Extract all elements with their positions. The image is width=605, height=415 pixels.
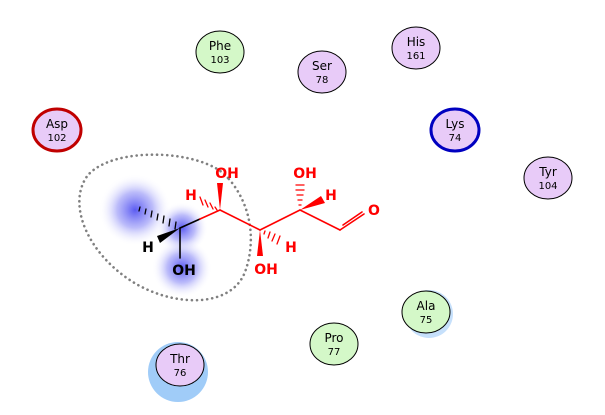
residue-name: His <box>407 35 426 49</box>
oh-wedge-c3 <box>257 230 263 256</box>
residue-number: 76 <box>174 368 187 379</box>
c2-c1-bond <box>299 209 341 231</box>
residue-ala-75[interactable]: Ala 75 <box>401 290 453 338</box>
residue-number: 75 <box>420 315 433 326</box>
methyl-hashed-bond <box>138 206 177 230</box>
residue-thr-76[interactable]: Thr 76 <box>148 342 208 402</box>
residue-name: Thr <box>169 352 190 366</box>
c5-c4-bond-red <box>199 209 221 220</box>
oh-wedge-c4 <box>217 183 223 210</box>
c1-o-double-bond-a <box>339 213 365 231</box>
h-hashed-bond-c4 <box>199 196 218 211</box>
atom-label-oh: OH <box>254 262 278 278</box>
residue-pro-77[interactable]: Pro 77 <box>309 322 359 366</box>
c1-o-double-bond-b <box>342 211 363 226</box>
atom-label-o: O <box>368 203 380 219</box>
residue-number: 104 <box>538 181 557 192</box>
residue-name: Asp <box>46 117 68 131</box>
residue-tyr-104[interactable]: Tyr 104 <box>523 156 573 200</box>
residue-ser-78[interactable]: Ser 78 <box>297 50 347 94</box>
residue-his-161[interactable]: His 161 <box>391 26 441 70</box>
residue-name: Phe <box>209 39 231 53</box>
h-wedge-c2 <box>300 196 325 210</box>
residue-lys-74[interactable]: Lys 74 <box>429 107 481 153</box>
residue-number: 102 <box>47 133 66 144</box>
oh-hashed-bond-c2 <box>295 184 305 206</box>
atom-label-h: H <box>142 240 154 256</box>
residue-name: Ser <box>312 59 332 73</box>
h-wedge-c5 <box>157 228 180 243</box>
atom-label-h: H <box>285 240 297 256</box>
atom-label-oh: OH <box>215 166 239 182</box>
c3-c2-bond <box>259 209 301 231</box>
h-hashed-bond-c3 <box>263 230 281 245</box>
residue-phe-103[interactable]: Phe 103 <box>195 30 245 74</box>
atom-label-h: H <box>185 188 197 204</box>
residue-name: Ala <box>417 299 436 313</box>
atom-label-h: H <box>325 188 337 204</box>
residue-number: 74 <box>449 133 462 144</box>
atom-label-oh: OH <box>293 166 317 182</box>
residue-name: Tyr <box>538 165 557 179</box>
residue-asp-102[interactable]: Asp 102 <box>31 107 83 153</box>
solvent-contact-shading <box>99 174 212 298</box>
pocket-outline <box>78 153 253 302</box>
contact-shade-oh <box>152 238 212 298</box>
c5-c4-bond-black <box>179 218 201 229</box>
residue-number: 78 <box>316 75 329 86</box>
atom-label-oh: OH <box>172 263 196 279</box>
residue-name: Lys <box>446 117 465 131</box>
ligand-structure: OH H OH H OH H OH H O <box>138 166 380 279</box>
contact-shade-methyl <box>99 174 171 246</box>
residue-name: Pro <box>324 331 343 345</box>
residue-number: 77 <box>328 347 341 358</box>
residue-number: 103 <box>210 55 229 66</box>
c4-c3-bond <box>219 209 261 231</box>
residue-number: 161 <box>406 51 425 62</box>
